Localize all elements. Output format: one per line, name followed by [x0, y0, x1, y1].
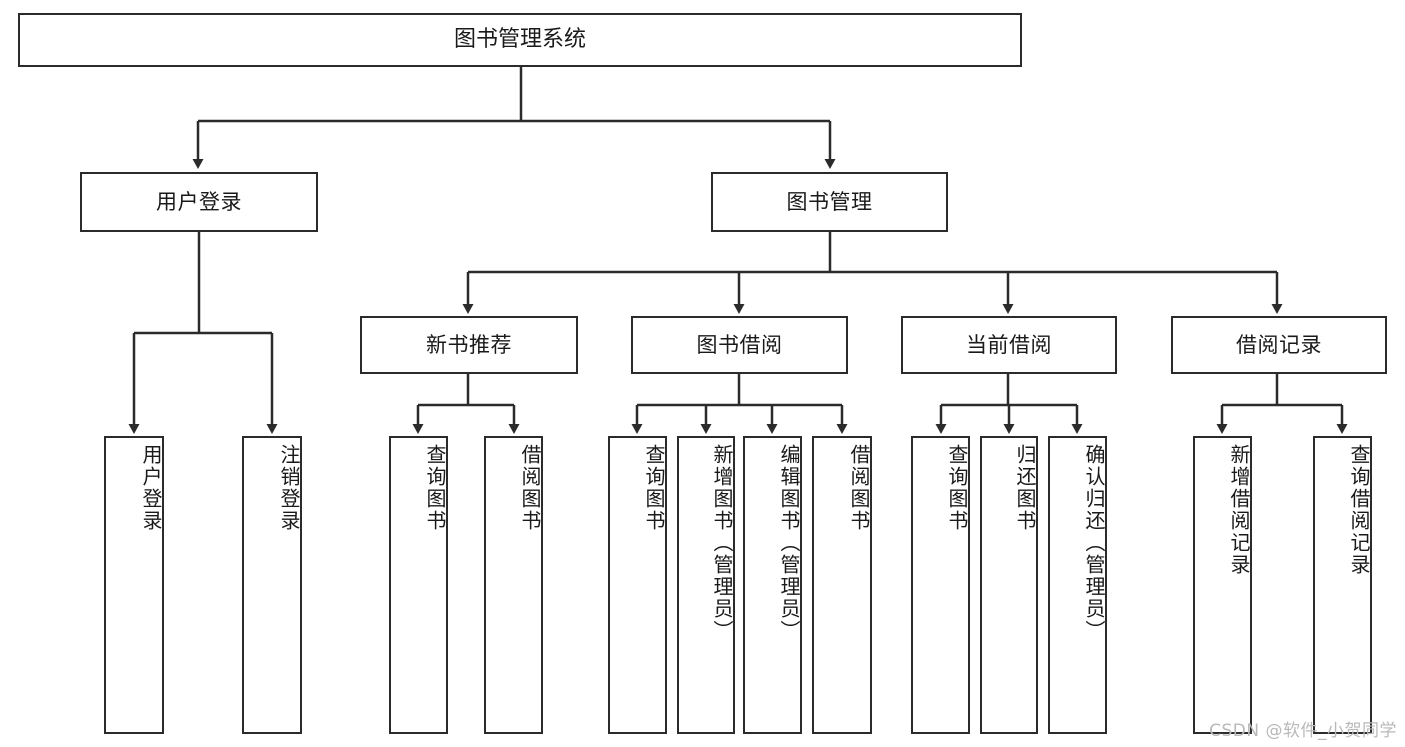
- node-leaf-edit-book[interactable]: 编辑图书（管理员）: [743, 436, 802, 734]
- node-leaf-add-book-label: 新增图书（管理员）: [710, 444, 734, 642]
- node-leaf-edit-book-label: 编辑图书（管理员）: [777, 444, 801, 642]
- node-leaf-query-book-3[interactable]: 查询图书: [911, 436, 970, 734]
- node-new-book-recommend-label: 新书推荐: [426, 332, 512, 357]
- node-user-login[interactable]: 用户登录: [80, 172, 318, 232]
- node-book-borrow[interactable]: 图书借阅: [631, 316, 848, 374]
- node-leaf-query-book-2[interactable]: 查询图书: [608, 436, 667, 734]
- node-new-book-recommend[interactable]: 新书推荐: [360, 316, 578, 374]
- node-user-login-label: 用户登录: [156, 189, 242, 214]
- node-book-manage[interactable]: 图书管理: [711, 172, 948, 232]
- node-borrow-record[interactable]: 借阅记录: [1171, 316, 1387, 374]
- node-leaf-query-book-1-label: 查询图书: [423, 444, 447, 532]
- node-leaf-borrow-book-1[interactable]: 借阅图书: [484, 436, 543, 734]
- node-root[interactable]: 图书管理系统: [18, 13, 1022, 67]
- node-leaf-query-book-3-label: 查询图书: [945, 444, 969, 532]
- node-book-manage-label: 图书管理: [786, 189, 873, 214]
- node-leaf-add-record[interactable]: 新增借阅记录: [1193, 436, 1252, 734]
- node-leaf-logout-login[interactable]: 注销登录: [242, 436, 302, 734]
- node-leaf-add-book[interactable]: 新增图书（管理员）: [677, 436, 735, 734]
- node-leaf-query-book-2-label: 查询图书: [642, 444, 666, 532]
- node-leaf-borrow-book-2[interactable]: 借阅图书: [812, 436, 872, 734]
- node-leaf-user-login-label: 用户登录: [139, 444, 163, 532]
- csdn-watermark: CSDN @软件_小贺同学: [1209, 721, 1397, 741]
- node-book-borrow-label: 图书借阅: [696, 332, 783, 357]
- node-leaf-confirm-return-label: 确认归还（管理员）: [1082, 444, 1106, 642]
- node-leaf-borrow-book-2-label: 借阅图书: [847, 444, 871, 532]
- node-leaf-logout-login-label: 注销登录: [277, 444, 301, 532]
- node-current-borrow-label: 当前借阅: [966, 332, 1052, 357]
- node-leaf-add-record-label: 新增借阅记录: [1227, 444, 1251, 576]
- node-root-label: 图书管理系统: [453, 27, 586, 53]
- node-leaf-confirm-return[interactable]: 确认归还（管理员）: [1048, 436, 1107, 734]
- node-leaf-return-book[interactable]: 归还图书: [980, 436, 1038, 734]
- node-leaf-query-record[interactable]: 查询借阅记录: [1313, 436, 1372, 734]
- node-leaf-return-book-label: 归还图书: [1013, 444, 1037, 532]
- node-leaf-borrow-book-1-label: 借阅图书: [518, 444, 542, 532]
- node-leaf-query-book-1[interactable]: 查询图书: [389, 436, 448, 734]
- node-current-borrow[interactable]: 当前借阅: [901, 316, 1117, 374]
- node-leaf-query-record-label: 查询借阅记录: [1347, 444, 1371, 576]
- node-leaf-user-login[interactable]: 用户登录: [104, 436, 164, 734]
- node-borrow-record-label: 借阅记录: [1236, 332, 1322, 357]
